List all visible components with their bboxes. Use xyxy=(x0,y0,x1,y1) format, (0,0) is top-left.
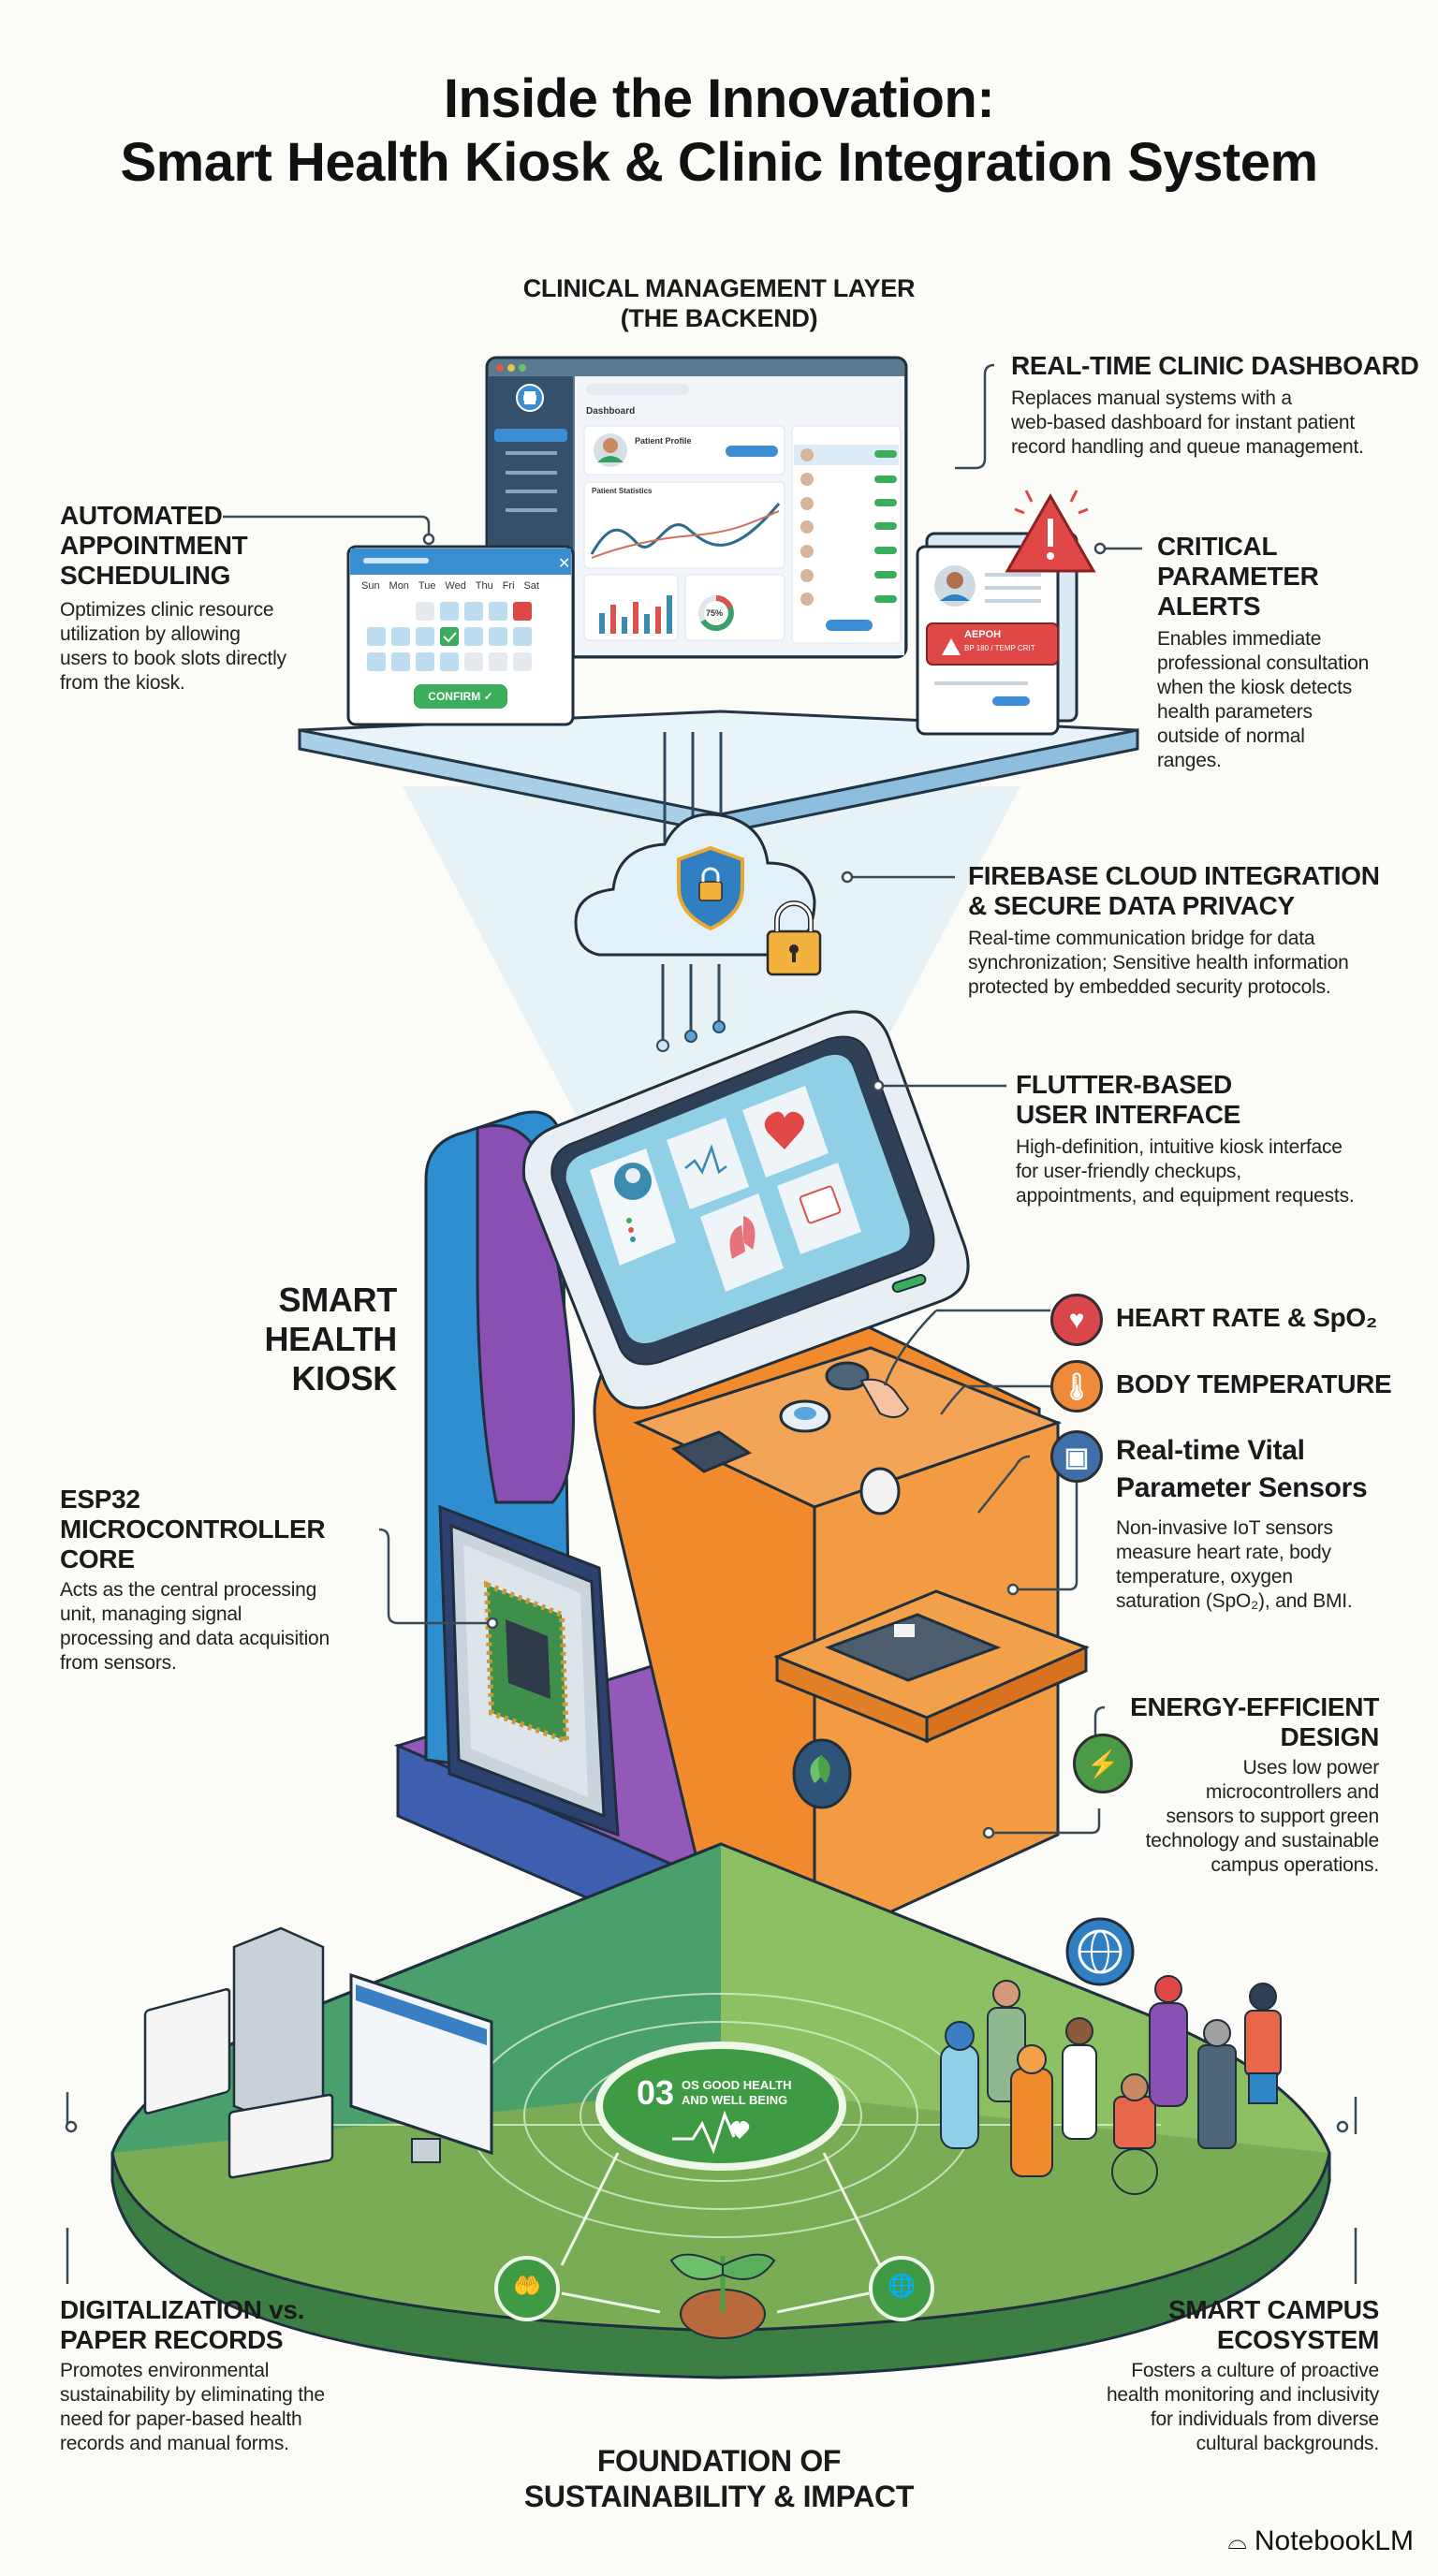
backend-heading: CLINICAL MANAGEMENT LAYER (THE BACKEND) xyxy=(522,274,916,332)
feature-firebase: FIREBASE CLOUD INTEGRATION & SECURE DATA… xyxy=(968,861,1380,998)
feature-energy-efficient: ENERGY-EFFICIENT DESIGN Uses low power m… xyxy=(1130,1692,1379,1876)
feature-heart-rate: HEART RATE & SpO₂ xyxy=(1116,1303,1378,1332)
alert-card xyxy=(916,490,1096,736)
thermometer-icon: 🌡 xyxy=(1050,1360,1103,1412)
notebooklm-watermark: ⌓ NotebookLM xyxy=(1227,2525,1414,2556)
foundation-platform xyxy=(110,1842,1331,2379)
alert-label: AEPOH xyxy=(964,629,1002,640)
feature-digitalization: DIGITALIZATION vs. PAPER RECORDS Promote… xyxy=(60,2295,325,2454)
feature-flutter-ui: FLUTTER-BASED USER INTERFACE High-defini… xyxy=(1016,1070,1355,1207)
cloud-icon xyxy=(574,812,822,976)
feature-critical-alerts: CRITICAL PARAMETER ALERTS Enables immedi… xyxy=(1157,532,1370,771)
sdg-badge: 03 OS GOOD HEALTH AND WELL BEING xyxy=(637,2073,792,2112)
feature-vital-sensors: Real-time Vital Parameter Sensors Non-in… xyxy=(1116,1435,1368,1612)
scale-icon: ▣ xyxy=(1050,1430,1103,1483)
svg-text:✕: ✕ xyxy=(558,556,570,572)
dashboard-donut-value: 75% xyxy=(706,608,724,618)
alert-sub: BP 180 / TEMP CRIT xyxy=(964,644,1035,652)
dashboard-profile-label: Patient Profile xyxy=(635,436,692,446)
feature-body-temperature: BODY TEMPERATURE xyxy=(1116,1369,1392,1398)
dashboard-title: Dashboard xyxy=(586,406,636,417)
globe-heart-icon: 🌐 xyxy=(888,2274,916,2299)
feature-automated-scheduling: AUTOMATED APPOINTMENT SCHEDULING Optimiz… xyxy=(60,501,286,694)
calendar-popup: ✕ xyxy=(346,545,575,726)
page-title: Inside the Innovation: Smart Health Kios… xyxy=(120,68,1318,193)
caring-hands-icon: 🤲 xyxy=(513,2274,541,2299)
calendar-day-labels: Sun Mon Tue Wed Thu Fri Sat xyxy=(361,580,539,592)
dashboard-chart-label: Patient Statistics xyxy=(592,487,653,495)
foundation-heading: FOUNDATION OF SUSTAINABILITY & IMPACT xyxy=(523,2444,915,2513)
lightning-icon: ⚡ xyxy=(1073,1734,1133,1793)
kiosk-illustration xyxy=(393,1010,1090,1964)
heart-pulse-icon: ♥ xyxy=(1050,1294,1103,1346)
feature-realtime-dashboard: REAL-TIME CLINIC DASHBOARD Replaces manu… xyxy=(1011,351,1419,458)
calendar-confirm-button[interactable]: CONFIRM ✓ xyxy=(428,690,493,703)
notebooklm-logo-icon: ⌓ xyxy=(1227,2526,1247,2554)
feature-esp32: ESP32 MICROCONTROLLER CORE Acts as the c… xyxy=(60,1485,330,1674)
feature-smart-campus: SMART CAMPUS ECOSYSTEM Fosters a culture… xyxy=(1106,2295,1379,2454)
kiosk-label: SMART HEALTH KIOSK xyxy=(264,1281,397,1398)
